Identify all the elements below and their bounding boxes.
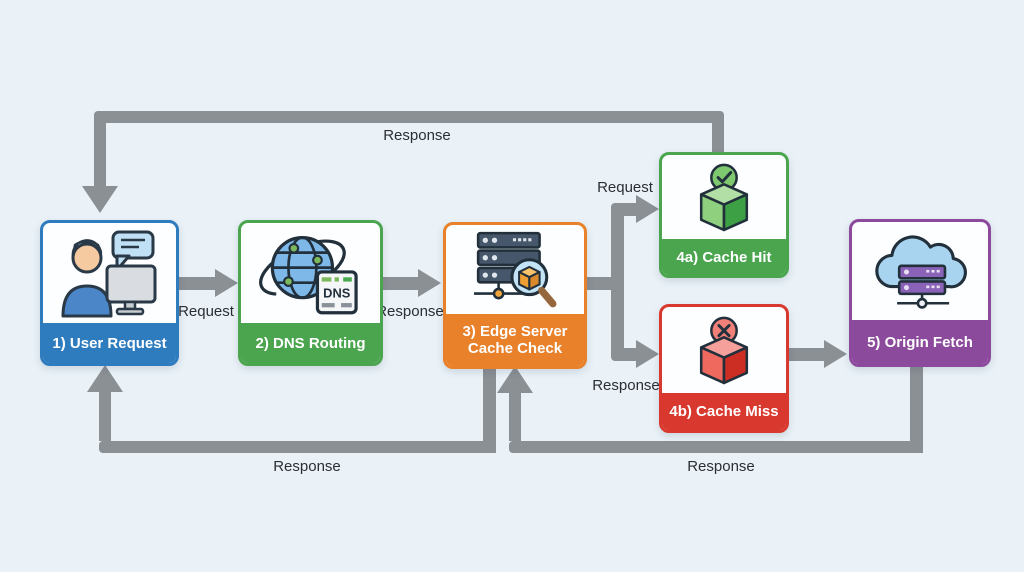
arrow-dns-to-edge (378, 277, 420, 290)
cube-check-icon (662, 155, 786, 239)
node-label: 4a) Cache Hit (662, 239, 786, 275)
svg-text:DNS: DNS (323, 286, 351, 301)
arrow-bottom-left-up-vertical (99, 392, 111, 441)
node-user-request: 1) User Request (40, 220, 179, 366)
node-label: 4b) Cache Miss (662, 393, 786, 430)
arrowhead-right-icon (636, 195, 659, 223)
arrow-top-rail-left-vertical (94, 117, 106, 187)
edge-label-response-top: Response (383, 127, 451, 144)
edge-label-response-bottom-left: Response (273, 458, 341, 475)
user-computer-icon (43, 223, 176, 323)
edge-label-response-bottom-right: Response (687, 458, 755, 475)
node-edge-server-cache-check: 3) Edge Server Cache Check (443, 222, 587, 369)
arrow-user-to-dns (174, 277, 218, 290)
arrowhead-right-icon (636, 340, 659, 368)
node-origin-fetch: 5) Origin Fetch (849, 219, 991, 367)
node-dns-routing: DNS 2) DNS Routing (238, 220, 383, 366)
arrow-miss-to-origin (784, 348, 826, 361)
edge-label-request-1: Request (178, 303, 234, 320)
edge-label-response-2: Response (376, 303, 444, 320)
node-cache-miss: 4b) Cache Miss (659, 304, 789, 433)
arrowhead-up-icon (497, 366, 533, 393)
arrow-branch-vertical (611, 203, 624, 361)
arrow-branch-to-hit (616, 203, 638, 216)
arrow-bottom-left-horizontal (99, 441, 496, 453)
node-label: 1) User Request (43, 323, 176, 363)
arrowhead-up-icon (87, 365, 123, 392)
edge-label-response-4: Response (592, 377, 660, 394)
server-magnifier-icon (446, 225, 584, 314)
node-cache-hit: 4a) Cache Hit (659, 152, 789, 278)
arrow-bottom-left-down-vertical (483, 363, 496, 453)
arrow-bottom-right-down-vertical (910, 361, 923, 453)
node-label: 2) DNS Routing (241, 323, 380, 363)
arrow-bottom-right-up-vertical (509, 392, 521, 441)
arrow-top-rail-right-vertical (712, 117, 724, 153)
arrowhead-right-icon (418, 269, 441, 297)
arrowhead-right-icon (215, 269, 238, 297)
arrow-branch-stub (582, 277, 615, 290)
cube-x-icon (662, 307, 786, 393)
arrowhead-down-icon (82, 186, 118, 213)
arrow-branch-to-miss (616, 348, 638, 361)
edge-label-request-3: Request (597, 179, 653, 196)
globe-dns-icon: DNS (241, 223, 380, 323)
arrow-bottom-right-horizontal (509, 441, 923, 453)
arrowhead-right-icon (824, 340, 847, 368)
node-label-line-2: Cache Check (467, 340, 563, 357)
node-label-line-1: 3) Edge Server (462, 323, 568, 340)
node-label: 5) Origin Fetch (852, 320, 988, 364)
cloud-server-icon (852, 222, 988, 320)
node-label: 3) Edge Server Cache Check (446, 314, 584, 366)
arrow-top-rail-horizontal (94, 111, 724, 123)
